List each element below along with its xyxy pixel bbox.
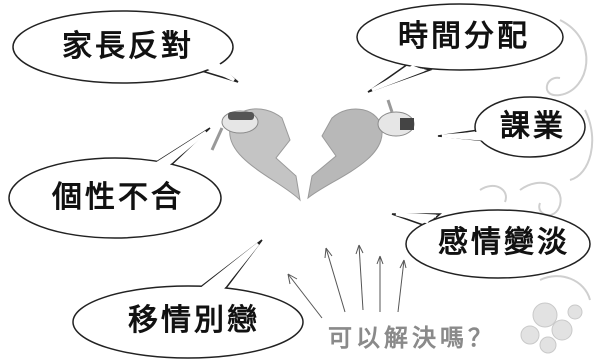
bubble-change-of-heart: [72, 239, 304, 359]
decorative-flower: [520, 302, 583, 354]
label-schoolwork: 課業: [500, 109, 566, 144]
question-text: 可以解決嗎？: [328, 324, 496, 352]
left-hand: [210, 110, 259, 151]
broken-heart-right-half: [307, 108, 383, 200]
label-change-of-heart: 移情別戀: [128, 303, 260, 338]
arrow-5: [397, 259, 405, 313]
label-feelings-fade: 感情變淡: [438, 225, 570, 260]
bubble-parents-oppose: [12, 10, 239, 84]
question-arrows: [287, 244, 407, 319]
label-parents-oppose: 家長反對: [62, 29, 194, 64]
bubble-schoolwork: [437, 96, 586, 158]
bubble-incompatible-personalities: [8, 127, 222, 239]
right-hand: [377, 99, 415, 137]
broken-heart-illustration: [210, 99, 415, 202]
bubble-feelings-fade: [391, 209, 591, 279]
decorative-swirls: [479, 19, 594, 301]
arrow-1: [287, 273, 323, 319]
bubble-time-allocation: [356, 3, 564, 93]
arrow-3: [358, 244, 364, 311]
label-incompatible-personalities: 個性不合: [52, 180, 184, 215]
label-time-allocation: 時間分配: [398, 19, 530, 54]
arrow-2: [325, 247, 346, 313]
